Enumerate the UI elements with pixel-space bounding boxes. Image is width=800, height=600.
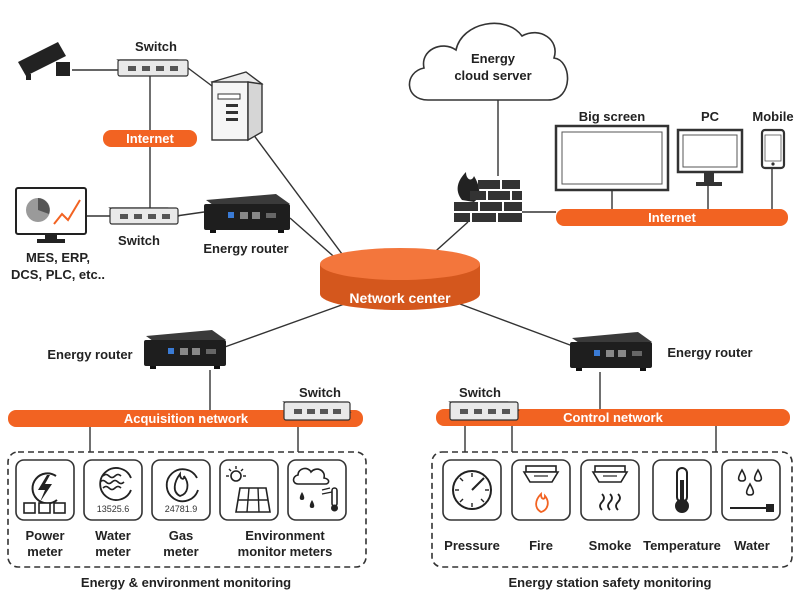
weather-sensor-icon [287,459,347,521]
energy-router-icon-left [144,330,226,369]
pressure-label: Pressure [444,538,500,553]
energy-router-label-right: Energy router [667,345,752,360]
water-label: Water [734,538,770,553]
power-meter-icon [15,459,75,521]
mobile-icon [760,128,786,170]
mes-label-line1: MES, ERP, [26,250,90,265]
connection-lines [72,67,773,452]
mobile-label: Mobile [752,109,793,124]
server-icon [210,71,264,142]
cloud-icon [408,22,569,101]
switch-label-acquisition: Switch [299,385,341,400]
control-network-bar [436,409,790,426]
firewall-icon [454,172,522,222]
acquisition-network-label: Acquisition network [124,411,249,426]
control-network-label: Control network [563,410,663,425]
safety-monitoring-group [431,451,793,568]
gas-meter-icon [151,459,211,521]
energy-router-label-left: Energy router [47,347,132,362]
water-meter-icon [83,459,143,521]
switch-label-control: Switch [459,385,501,400]
water-meter-label-line1: Water [95,528,131,543]
camera-icon [18,42,70,80]
fire-sensor-icon [511,459,571,521]
temperature-label: Temperature [643,538,721,553]
pc-icon [676,128,744,186]
internet-bar-right [556,209,788,226]
gas-meter-label-line1: Gas [169,528,194,543]
safety-monitoring-caption: Energy station safety monitoring [509,575,712,590]
env-meter-label-line2: monitor meters [238,544,333,559]
energy-router-label-top: Energy router [203,241,288,256]
network-center-label: Network center [349,290,451,306]
power-meter-label-line2: meter [27,544,62,559]
big-screen-icon [554,124,670,192]
switch-label-left: Switch [118,233,160,248]
solar-panel-icon [219,459,279,521]
network-center-icon [320,248,480,310]
dashboard-monitor-icon [15,187,87,243]
mes-label-line2: DCS, PLC, etc.. [11,267,105,282]
fire-label: Fire [529,538,553,553]
power-meter-label-line1: Power [25,528,64,543]
gas-meter-label-line2: meter [163,544,198,559]
gas-meter-reading: 24781.9 [165,504,198,514]
energy-router-icon-top [204,194,290,233]
switch-icon-left [108,207,180,225]
water-leak-sensor-icon [721,459,781,521]
env-meter-label-line1: Environment [245,528,325,543]
pressure-gauge-icon [442,459,502,521]
big-screen-label: Big screen [579,109,646,124]
smoke-label: Smoke [589,538,632,553]
switch-label-top: Switch [135,39,177,54]
internet-label-left: Internet [126,131,174,146]
internet-label-right: Internet [648,210,696,225]
pc-label: PC [701,109,720,124]
water-meter-reading: 13525.6 [97,504,130,514]
switch-icon-acquisition [282,401,352,421]
smoke-sensor-icon [580,459,640,521]
energy-monitoring-caption: Energy & environment monitoring [81,575,291,590]
energy-monitoring-group [7,451,367,568]
cloud-label-line2: cloud server [454,68,531,83]
acquisition-network-bar [8,410,363,427]
cloud-label-line1: Energy [471,51,516,66]
energy-router-icon-right [570,332,652,371]
thermometer-icon [652,459,712,521]
switch-icon-top [116,59,190,77]
switch-icon-control [448,401,520,421]
water-meter-label-line2: meter [95,544,130,559]
internet-bar-left [103,130,197,147]
